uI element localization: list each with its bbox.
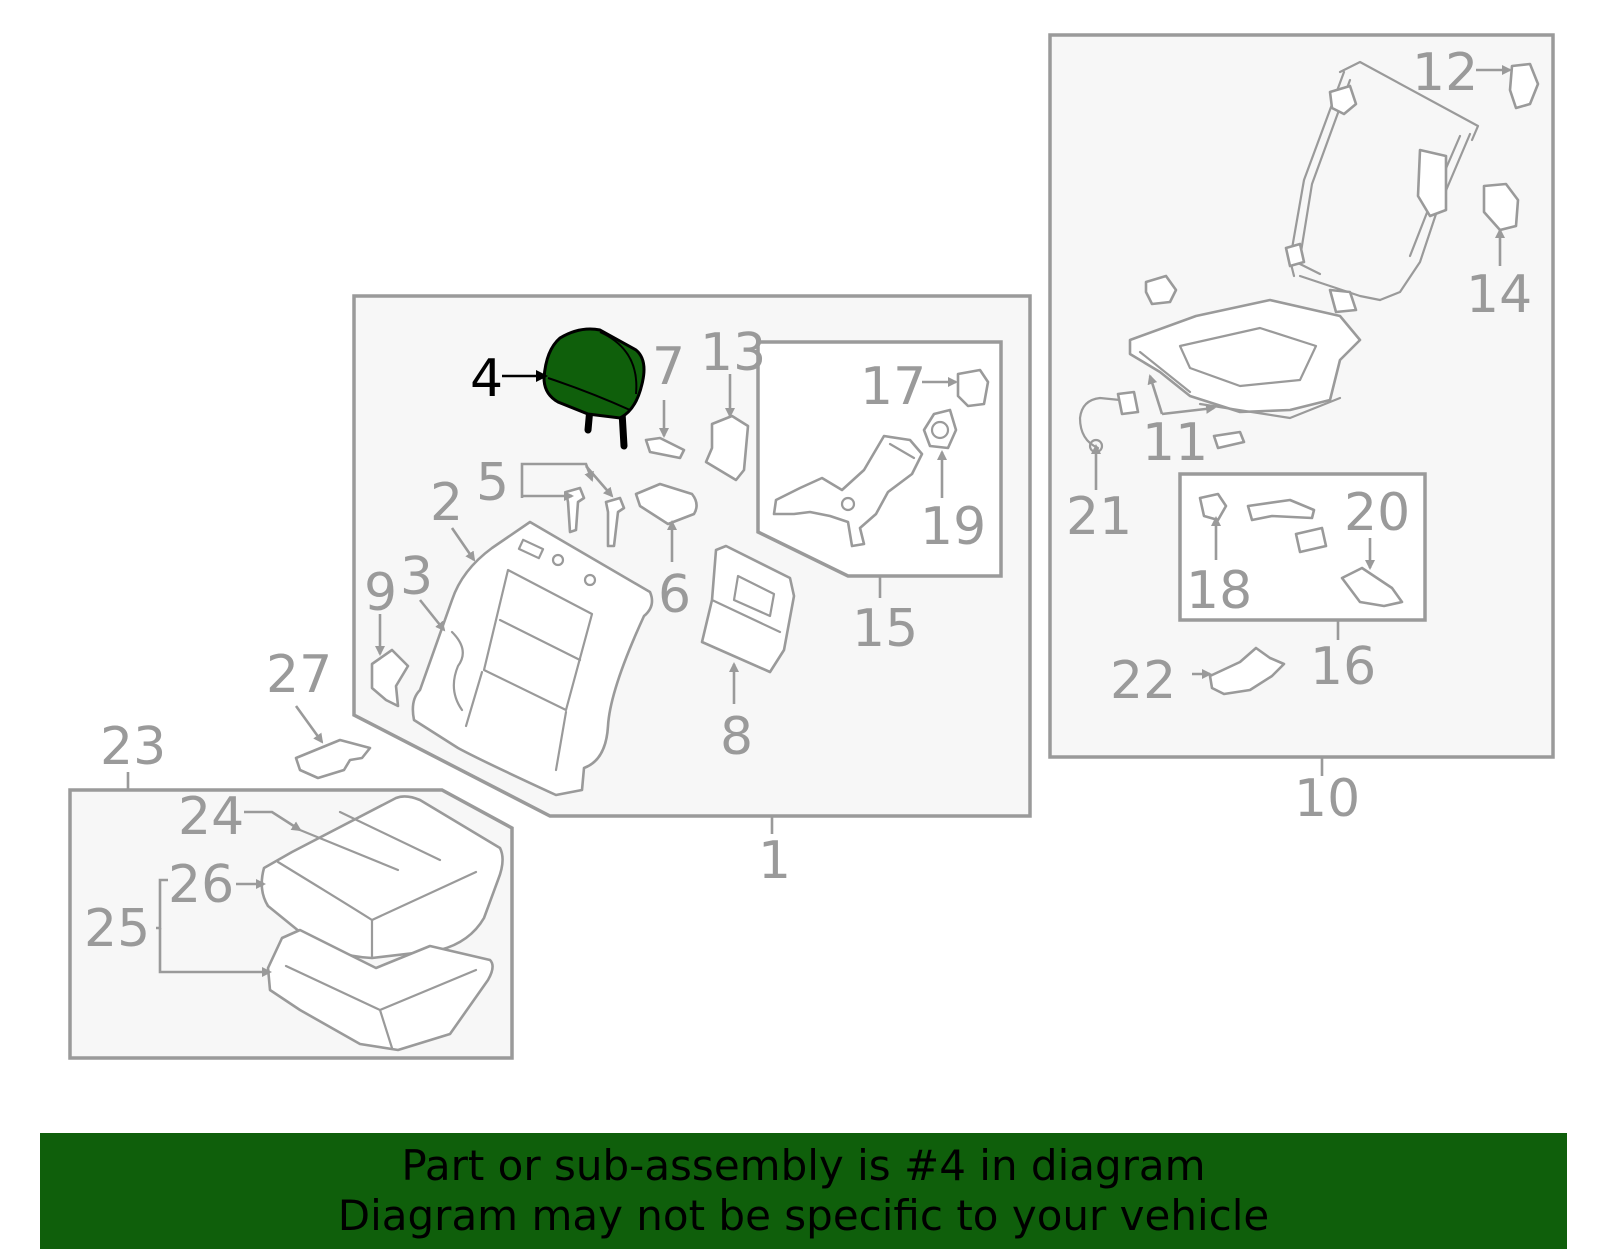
part-7: [644, 436, 686, 460]
callout-21[interactable]: 21: [1066, 487, 1132, 547]
callout-26[interactable]: 26: [168, 855, 234, 915]
banner-line-part: Part or sub-assembly is #4 in diagram: [401, 1141, 1206, 1190]
callout-9[interactable]: 9: [364, 563, 397, 623]
callout-2[interactable]: 2: [430, 473, 463, 533]
callout-18[interactable]: 18: [1186, 561, 1252, 621]
part-9: [370, 648, 410, 708]
callout-19[interactable]: 19: [920, 497, 986, 557]
part-8-panel: [700, 544, 796, 674]
callout-22[interactable]: 22: [1110, 651, 1176, 711]
part-12: [1508, 62, 1540, 110]
leader-lines: [126, 65, 1512, 977]
callout-23[interactable]: 23: [100, 717, 166, 777]
subassembly-parts-16: [1198, 492, 1404, 608]
callout-1[interactable]: 1: [758, 831, 791, 891]
headrest-part-4[interactable]: [542, 327, 646, 450]
callout-4[interactable]: 4: [470, 349, 503, 409]
part-13: [704, 414, 750, 482]
callout-10[interactable]: 10: [1294, 769, 1360, 829]
seat-cushion-pad-part-25: [266, 928, 494, 1052]
part-22: [1208, 646, 1286, 696]
seat-frame-part-10: [1128, 60, 1480, 420]
callout-20[interactable]: 20: [1344, 483, 1410, 543]
seat-cushion-part-24: [260, 795, 504, 960]
callout-6[interactable]: 6: [658, 565, 691, 625]
part-27: [294, 738, 372, 780]
part-11: [1144, 274, 1178, 306]
callout-13[interactable]: 13: [700, 323, 766, 383]
callout-17[interactable]: 17: [860, 357, 926, 417]
part-6: [634, 482, 698, 526]
callout-7[interactable]: 7: [652, 337, 685, 397]
seat-back-part-2: [411, 520, 654, 797]
callout-12[interactable]: 12: [1412, 43, 1478, 103]
banner-line-disclaimer: Diagram may not be specific to your vehi…: [337, 1191, 1270, 1240]
callout-15[interactable]: 15: [852, 599, 918, 659]
callout-25[interactable]: 25: [84, 899, 150, 959]
callout-8[interactable]: 8: [720, 707, 753, 767]
callout-24[interactable]: 24: [178, 787, 244, 847]
callout-labels: 4 1 2 3 5 6 7 8 9 13 15 17 19 10 11 12 1…: [84, 43, 1532, 959]
callout-27[interactable]: 27: [266, 645, 332, 705]
info-banner: Part or sub-assembly is #4 in diagram Di…: [40, 1133, 1567, 1249]
part-17: [956, 368, 990, 408]
callout-14[interactable]: 14: [1466, 265, 1532, 325]
part-19: [922, 408, 958, 450]
callout-3[interactable]: 3: [400, 547, 433, 607]
callout-5[interactable]: 5: [476, 453, 509, 513]
callout-11[interactable]: 11: [1142, 413, 1208, 473]
callout-16[interactable]: 16: [1310, 637, 1376, 697]
part-14: [1482, 182, 1520, 232]
bracket-part-15: [772, 434, 924, 548]
part-11-b: [1212, 430, 1246, 450]
